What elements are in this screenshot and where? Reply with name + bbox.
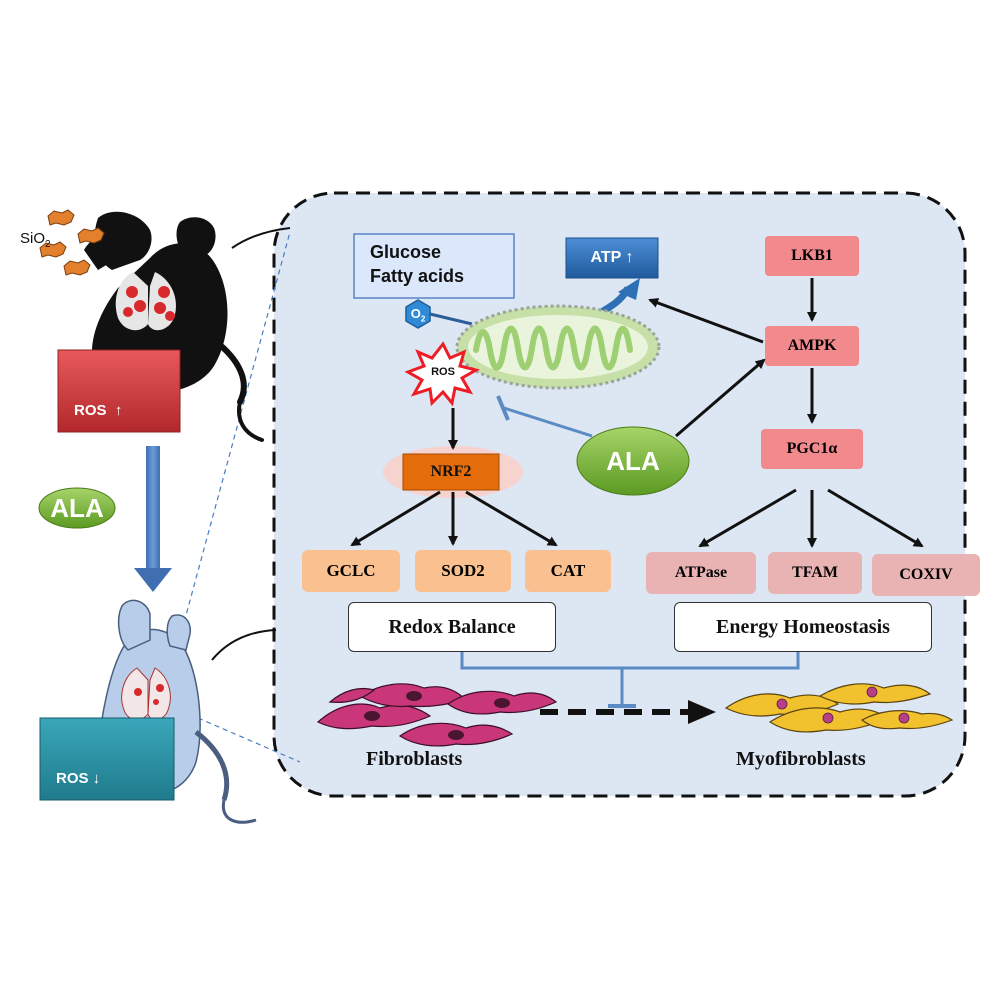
coxiv-label: COXIV <box>899 566 953 583</box>
sio2-label: SiO2 <box>20 230 51 250</box>
sio2-label-text: SiO <box>20 230 46 247</box>
ampk-label-text: AMPK <box>787 337 837 354</box>
oxygen-hexagon-icon <box>405 299 473 329</box>
cat-label: CAT <box>550 561 586 580</box>
panel-ala-text: ALA <box>606 445 660 476</box>
energy-homeostasis-label: Energy Homeostasis <box>716 615 890 638</box>
transition-dashed-arrow <box>540 700 716 724</box>
atp-label-text: ATP ↑ <box>590 249 634 266</box>
after-line-ros: ROS ↓ <box>56 770 101 787</box>
atpase-box: ATPase <box>646 552 756 594</box>
fibroblasts-label: Fibroblasts <box>366 748 526 776</box>
after-line-emt: EMT ↓ <box>56 833 100 850</box>
ros-starburst-icon <box>404 341 480 407</box>
myofibroblasts-cells-icon <box>724 683 954 733</box>
oxygen-label: O2 <box>406 304 430 326</box>
silica-particles-icon <box>39 209 105 276</box>
tfam-box: TFAM <box>768 552 862 594</box>
substrate-text: Glucose Fatty acids <box>370 240 510 296</box>
lkb1-label: LKB1 <box>765 236 859 276</box>
oxygen-label-text: O <box>410 306 421 321</box>
substrate-fatty-acids: Fatty acids <box>370 266 465 286</box>
arrow-pgc1a-coxiv <box>827 488 924 548</box>
lkb1-box <box>765 236 859 276</box>
before-status-text: ROS ↑ EMT ↑ Fibrosis ↑ <box>58 352 180 545</box>
after-line-fibrosis: Fibrosis ↓ <box>56 896 127 913</box>
arrow-ala-ampk <box>675 358 766 438</box>
pgc1a-label-text: PGC1α <box>786 440 838 457</box>
nrf2-label: NRF2 <box>403 454 499 490</box>
pgc1a-label: PGC1α <box>761 429 863 469</box>
oxygen-label-subscript: 2 <box>420 314 426 324</box>
ros-label: ROS <box>424 366 462 382</box>
combined-inhibition-bracket <box>460 650 800 708</box>
substrate-glucose: Glucose <box>370 242 442 262</box>
nrf2-box <box>402 453 500 491</box>
mitochondrion-icon <box>455 304 661 390</box>
arrow-ampk-mitochondrion <box>648 298 764 344</box>
before-line-fibrosis: Fibrosis ↑ <box>74 528 145 545</box>
arrow-nrf2-cat <box>465 490 558 547</box>
arrow-nrf2-gclc <box>350 490 441 547</box>
atpase-label: ATPase <box>674 564 728 581</box>
sio2-label-subscript: 2 <box>45 239 51 250</box>
left-ala-pill <box>38 487 116 529</box>
treated-lungs-icon <box>121 667 171 720</box>
substrate-box <box>353 233 515 299</box>
myofibroblasts-label: Myofibroblasts <box>736 748 936 776</box>
redox-balance-box: Redox Balance <box>348 602 556 652</box>
before-line-ros: ROS ↑ <box>74 402 123 419</box>
gclc-box: GCLC <box>302 550 400 592</box>
zoom-line-bottom <box>211 629 277 661</box>
after-status-text: ROS ↓ EMT ↓ Fibrosis ↓ <box>40 720 174 913</box>
gclc-label: GCLC <box>326 561 376 580</box>
redox-balance-label: Redox Balance <box>388 615 516 638</box>
cat-box: CAT <box>525 550 611 592</box>
sod2-label: SOD2 <box>441 561 485 580</box>
pgc1a-box <box>761 429 863 469</box>
lkb1-label-text: LKB1 <box>791 247 833 264</box>
tfam-label: TFAM <box>792 564 838 581</box>
left-ala-label: ALA <box>39 488 115 528</box>
fibroblasts-label-text: Fibroblasts <box>366 748 463 770</box>
sod2-box: SOD2 <box>415 550 511 592</box>
ampk-box <box>765 326 859 366</box>
atp-label: ATP ↑ <box>566 238 658 278</box>
energy-homeostasis-box: Energy Homeostasis <box>674 602 932 652</box>
atp-box <box>565 237 659 279</box>
ampk-label: AMPK <box>765 326 859 366</box>
myofibroblasts-label-text: Myofibroblasts <box>736 748 866 770</box>
left-ala-text: ALA <box>50 492 104 523</box>
ala-inhibits-ros <box>496 395 593 438</box>
coxiv-box: COXIV <box>872 554 980 596</box>
before-line-emt: EMT ↑ <box>74 465 122 482</box>
arrow-pgc1a-atpase <box>698 488 797 548</box>
treatment-down-arrow <box>134 446 172 592</box>
zoom-guide-dashed-2 <box>197 717 301 763</box>
zoom-line-top <box>231 227 291 249</box>
panel-ala-label: ALA <box>577 427 689 495</box>
ros-label-text: ROS <box>431 366 455 378</box>
panel-ala-pill <box>576 426 690 496</box>
after-status-box <box>39 717 175 801</box>
nrf2-label-text: NRF2 <box>430 463 472 480</box>
before-status-box <box>57 349 181 433</box>
